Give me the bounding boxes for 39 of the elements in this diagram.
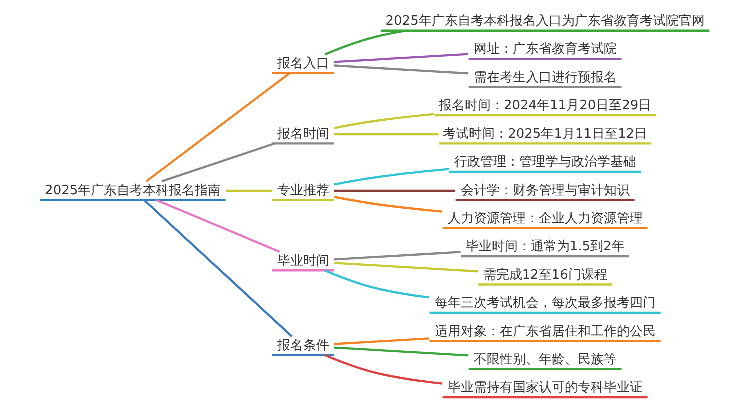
connector [334, 196, 443, 213]
node-text: 网址：广东省教育考试院 [474, 42, 617, 58]
node-text: 报名入口 [277, 56, 330, 72]
node-text: 2025年广东自考本科报名指南 [45, 183, 222, 198]
connector [334, 133, 439, 136]
connector [143, 199, 293, 338]
node-text: 毕业时间：通常为1.5到2年 [466, 240, 625, 255]
connector [334, 346, 469, 357]
connector [334, 168, 450, 186]
node-text: 2025年广东自考本科报名入口为广东省教育考试院官网 [386, 14, 705, 30]
node-text: 需完成12至16门课程 [483, 268, 608, 283]
node-text: 报名条件 [277, 338, 330, 354]
connector [324, 30, 406, 56]
node-text: 会计学：财务管理与审计知识 [460, 183, 630, 198]
node-text: 行政管理：管理学与政治学基础 [454, 155, 636, 170]
node-text: 需在考生入口进行预报名 [474, 70, 617, 86]
connector [334, 262, 478, 273]
connector [334, 53, 469, 64]
node-text: 报名时间 [277, 126, 330, 142]
node-text: 报名时间：2024年11月20日至29日 [438, 98, 652, 114]
connector [334, 113, 434, 130]
connector [334, 64, 469, 75]
connector [334, 190, 456, 192]
connector [226, 190, 272, 192]
connector [324, 270, 430, 299]
node-text: 考试时间：2025年1月11日至12日 [443, 126, 648, 142]
connector [162, 142, 276, 183]
node-text: 毕业需持有国家认可的专科毕业证 [448, 380, 643, 396]
connector [334, 338, 430, 346]
connector [146, 72, 291, 182]
node-text: 不限性别、年龄、民族等 [474, 352, 617, 368]
node-text: 毕业时间 [277, 254, 330, 269]
node-text: 每年三次考试机会，每次最多报考四门 [434, 296, 656, 312]
connector [334, 251, 461, 261]
connector [324, 354, 443, 385]
node-text: 专业推荐 [277, 183, 330, 198]
node-text: 人力资源管理：企业人力资源管理 [448, 211, 643, 226]
connector [156, 199, 280, 253]
node-text: 适用对象：在广东省居住和工作的公民 [434, 324, 656, 340]
